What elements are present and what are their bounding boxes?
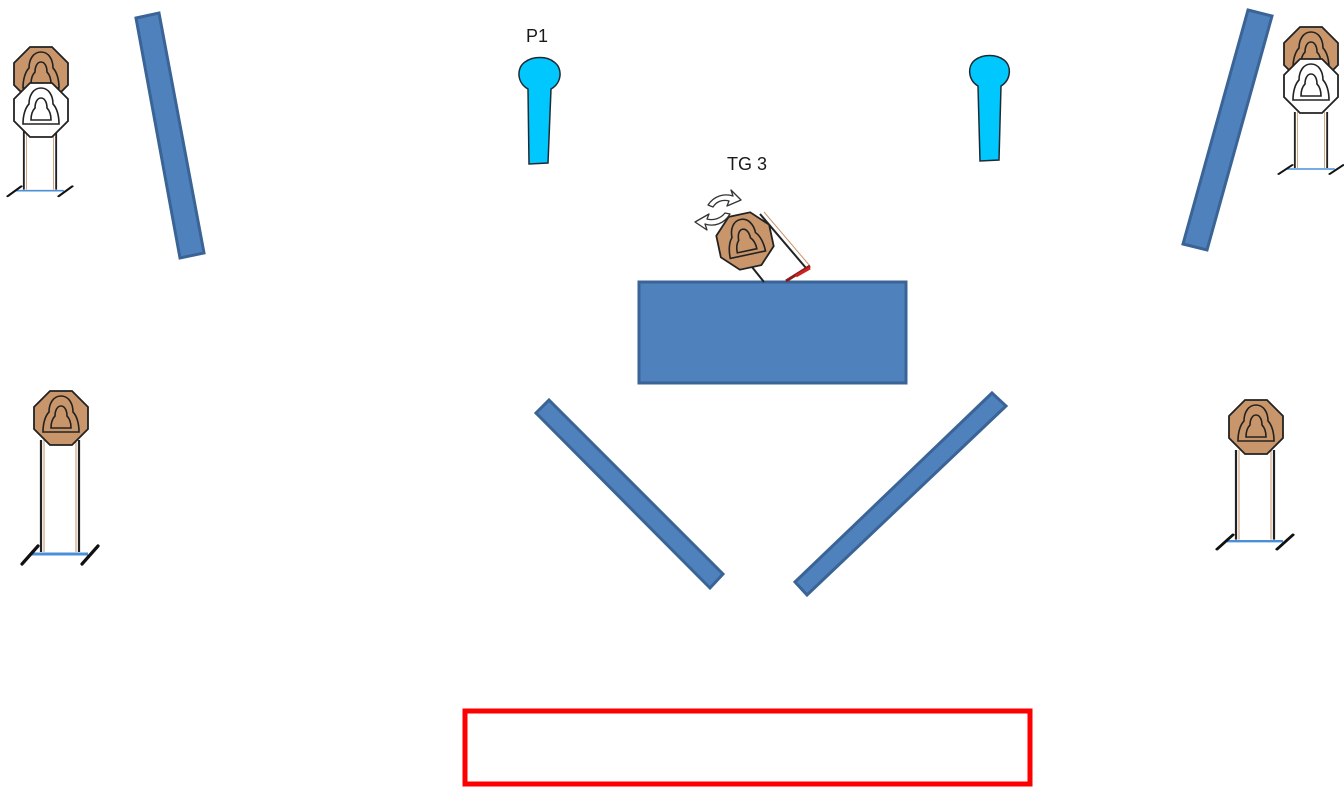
no-shoot-target-upper-right xyxy=(1283,58,1339,114)
turning-target-tg3 xyxy=(712,208,811,283)
popper-p1 xyxy=(518,56,561,165)
barrier-right-angled xyxy=(1181,8,1274,252)
target-lower-left xyxy=(20,390,100,566)
shooting-box xyxy=(462,708,1033,787)
barrier-lower-right-diagonal xyxy=(792,390,1009,598)
target-lower-right xyxy=(1215,399,1295,551)
no-shoot-target-upper-left xyxy=(13,82,69,138)
barrier-lower-left-diagonal xyxy=(533,397,726,591)
barrier-left-angled xyxy=(134,11,206,260)
popper-right xyxy=(969,54,1010,162)
turning-target-label: TG 3 xyxy=(727,154,767,174)
barrier-center-block xyxy=(637,280,908,385)
rotate-arrows-icon xyxy=(694,189,742,231)
popper-label: P1 xyxy=(526,26,548,46)
